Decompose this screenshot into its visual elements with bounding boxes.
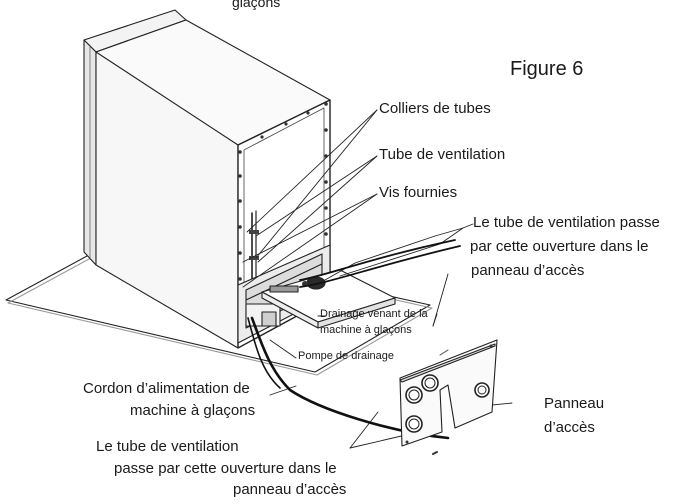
vent-pass-upper-line3: panneau d’accès: [471, 262, 585, 279]
drain-label-line2: machine à glaçons: [320, 324, 412, 336]
access-panel-label-line2: d’accès: [544, 419, 595, 436]
vent-pass-upper-line1: Le tube de ventilation passe: [473, 214, 660, 231]
vent-pass-lower-line1: Le tube de ventilation: [96, 438, 239, 455]
tube-clamps-label: Colliers de tubes: [379, 100, 491, 117]
routed-vent-tube: [299, 239, 461, 288]
access-panel: [399, 339, 498, 455]
vent-pass-lower-line3: panneau d’accès: [233, 481, 347, 498]
screws-label: Vis fournies: [379, 184, 458, 201]
figure-label: Figure 6: [510, 58, 584, 80]
drain-tray: [261, 269, 396, 329]
vent-pass-upper-line2: par cette ouverture dans le: [470, 238, 649, 255]
power-cord-label-line1: Cordon d’alimentation de: [83, 380, 250, 397]
pump-label: Pompe de drainage: [298, 350, 395, 362]
power-cord: [250, 316, 450, 440]
top-cut-label: glaçons: [232, 0, 281, 10]
drain-label-line1: Drainage venant de la: [320, 308, 428, 320]
access-panel-label-line1: Panneau: [544, 395, 605, 412]
vent-tube-label: Tube de ventilation: [379, 146, 506, 163]
vent-pass-lower-line2: passe par cette ouverture dans le: [114, 460, 337, 477]
power-cord-label-line2: machine à glaçons: [130, 402, 256, 419]
